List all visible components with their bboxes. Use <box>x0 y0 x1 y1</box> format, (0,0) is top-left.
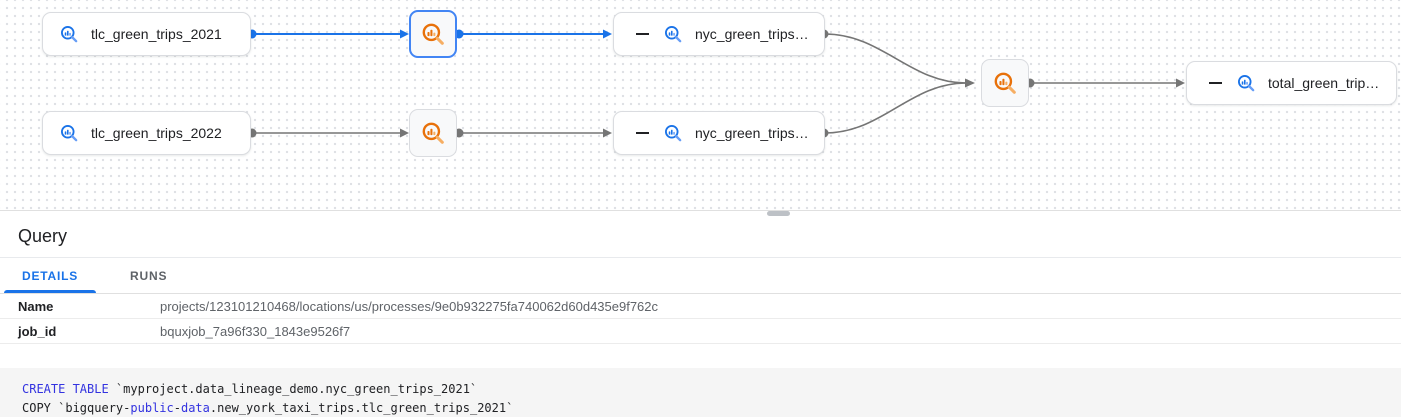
process-node-total[interactable] <box>981 59 1029 107</box>
node-label: tlc_green_trips_2021 <box>91 26 222 42</box>
row-key: Name <box>18 298 54 314</box>
bigquery-process-icon <box>994 72 1016 94</box>
sql-text: - <box>173 401 181 415</box>
node-label: total_green_trip… <box>1268 75 1380 91</box>
bigquery-table-icon <box>1237 74 1255 92</box>
table-node-total-green-trips[interactable]: total_green_trip… <box>1186 61 1397 105</box>
collapse-icon[interactable] <box>1209 82 1222 84</box>
row-value: projects/123101210468/locations/us/proce… <box>160 298 659 314</box>
sql-line: COPY `bigquery-public-data.new_york_taxi… <box>22 399 1401 417</box>
sql-text: COPY `bigquery <box>22 401 124 415</box>
node-label: nyc_green_trips… <box>695 125 809 141</box>
process-node-2022[interactable] <box>409 109 457 157</box>
query-details-panel: Query DETAILS RUNS Name projects/1231012… <box>0 211 1401 417</box>
collapse-icon[interactable] <box>636 132 649 134</box>
table-row: job_id bquxjob_7a96f330_1843e9526f7 <box>0 319 1401 344</box>
sql-text: - <box>123 401 131 415</box>
node-label: nyc_green_trips… <box>695 26 809 42</box>
bigquery-process-icon <box>422 122 444 144</box>
panel-header: Query <box>0 211 1401 258</box>
process-node-2021-selected[interactable] <box>409 10 457 58</box>
bigquery-table-icon <box>664 124 682 142</box>
bigquery-table-icon <box>60 25 78 43</box>
panel-title: Query <box>18 226 68 246</box>
table-node-nyc-green-trips-2022[interactable]: nyc_green_trips… <box>613 111 825 155</box>
tab-bar: DETAILS RUNS <box>0 258 1401 294</box>
sql-line: CREATE TABLE `myproject.data_lineage_dem… <box>22 380 1401 399</box>
row-value: bquxjob_7a96f330_1843e9526f7 <box>160 323 351 339</box>
tab-details[interactable]: DETAILS <box>4 258 97 293</box>
node-label: tlc_green_trips_2022 <box>91 125 222 141</box>
lineage-canvas[interactable]: tlc_green_trips_2021 tlc_green_trips_202… <box>0 0 1401 211</box>
sql-code-block: CREATE TABLE `myproject.data_lineage_dem… <box>0 368 1401 417</box>
bigquery-table-icon <box>60 124 78 142</box>
table-node-tlc-green-trips-2021[interactable]: tlc_green_trips_2021 <box>42 12 251 56</box>
tab-runs[interactable]: RUNS <box>112 258 185 293</box>
sql-keyword: data <box>180 401 210 415</box>
sql-keyword: public <box>130 401 174 415</box>
sql-text: .new_york_taxi_trips.tlc_green_trips_202… <box>209 401 514 415</box>
collapse-icon[interactable] <box>636 33 649 35</box>
lineage-edges <box>247 29 1185 138</box>
table-node-tlc-green-trips-2022[interactable]: tlc_green_trips_2022 <box>42 111 251 155</box>
sql-text: `myproject.data_lineage_demo.nyc_green_t… <box>108 382 478 396</box>
table-node-nyc-green-trips-2021[interactable]: nyc_green_trips… <box>613 12 825 56</box>
bigquery-table-icon <box>664 25 682 43</box>
row-key: job_id <box>18 323 57 339</box>
spacer <box>0 344 1401 368</box>
table-row: Name projects/123101210468/locations/us/… <box>0 294 1401 319</box>
sql-keyword: CREATE TABLE <box>22 382 109 396</box>
panel-resize-handle[interactable] <box>767 211 790 216</box>
bigquery-process-icon <box>422 23 444 45</box>
details-table: Name projects/123101210468/locations/us/… <box>0 294 1401 344</box>
